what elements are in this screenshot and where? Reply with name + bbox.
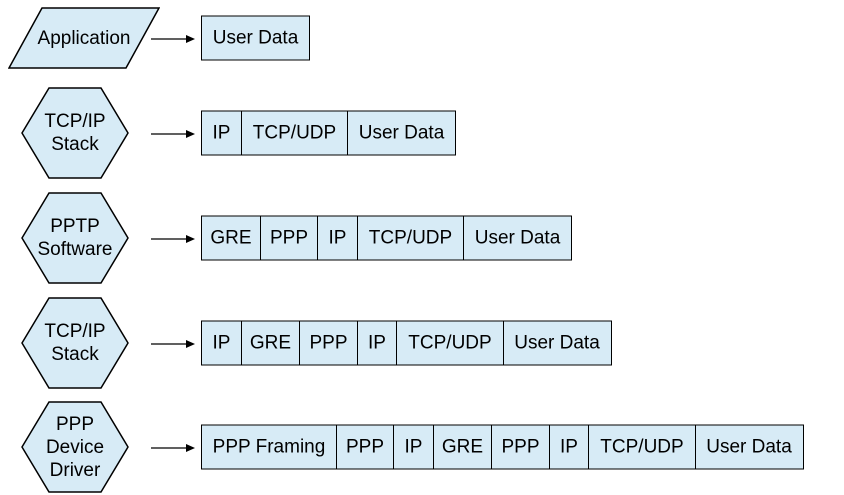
packet-segment-ip: IP: [548, 424, 590, 470]
arrow-right-icon: [150, 441, 196, 453]
packet-segment-tcp-udp: TCP/UDP: [588, 424, 696, 470]
shape-application: Application: [8, 7, 160, 69]
packet-segment-gre: GRE: [432, 424, 493, 470]
hexagon-icon: [21, 192, 129, 284]
shape-label-line: Driver: [49, 459, 101, 481]
shape-label-line: TCP/IP: [44, 111, 106, 132]
shape-label-line: Software: [37, 239, 113, 260]
packet-segment-ip: IP: [393, 424, 434, 470]
hexagon-icon: [21, 401, 129, 493]
shape-label-line: TCP/IP: [44, 321, 106, 342]
packet-segment-user-data: User Data: [201, 15, 310, 61]
packet-segment-ppp: PPP: [491, 424, 550, 470]
packet-segment-user-data: User Data: [463, 215, 572, 261]
packet-segment-tcp-udp: TCP/UDP: [240, 110, 349, 156]
packet-segment-gre: GRE: [201, 215, 261, 261]
packet-segment-user-data: User Data: [347, 110, 456, 156]
arrow-right-icon: [150, 232, 196, 244]
arrow-right-icon: [150, 337, 196, 349]
packet-segments: User Data: [201, 15, 310, 61]
packet-segment-ppp-framing: PPP Framing: [201, 424, 337, 470]
arrow-right-icon: [150, 127, 196, 139]
packet-segment-user-data: User Data: [502, 320, 612, 366]
hexagon-icon: [21, 297, 129, 389]
parallelogram-icon: [8, 7, 160, 69]
packet-segment-tcp-udp: TCP/UDP: [356, 215, 465, 261]
hexagon-icon: [21, 87, 129, 179]
packet-segment-gre: GRE: [240, 320, 301, 366]
diagram-row-application: Application User Data: [0, 7, 844, 69]
arrow-right-icon: [150, 32, 196, 44]
packet-segment-ip: IP: [201, 320, 242, 366]
packet-segment-ppp: PPP: [335, 424, 395, 470]
shape-label-line: PPP: [55, 413, 95, 435]
shape-label-line: Stack: [51, 134, 99, 155]
shape-label-line: Stack: [51, 344, 99, 365]
shape-label: Application: [8, 7, 160, 69]
packet-segment-ip: IP: [356, 320, 398, 366]
packet-segment-user-data: User Data: [694, 424, 804, 470]
packet-segment-ip: IP: [317, 215, 358, 261]
packet-segment-ppp: PPP: [259, 215, 319, 261]
shape-label-line: Device: [45, 436, 105, 458]
packet-segment-ip: IP: [201, 110, 242, 156]
shape-label-line: PPTP: [50, 216, 100, 237]
packet-segment-tcp-udp: TCP/UDP: [396, 320, 504, 366]
shape-label-line: Application: [37, 27, 131, 49]
packet-segment-ppp: PPP: [299, 320, 358, 366]
